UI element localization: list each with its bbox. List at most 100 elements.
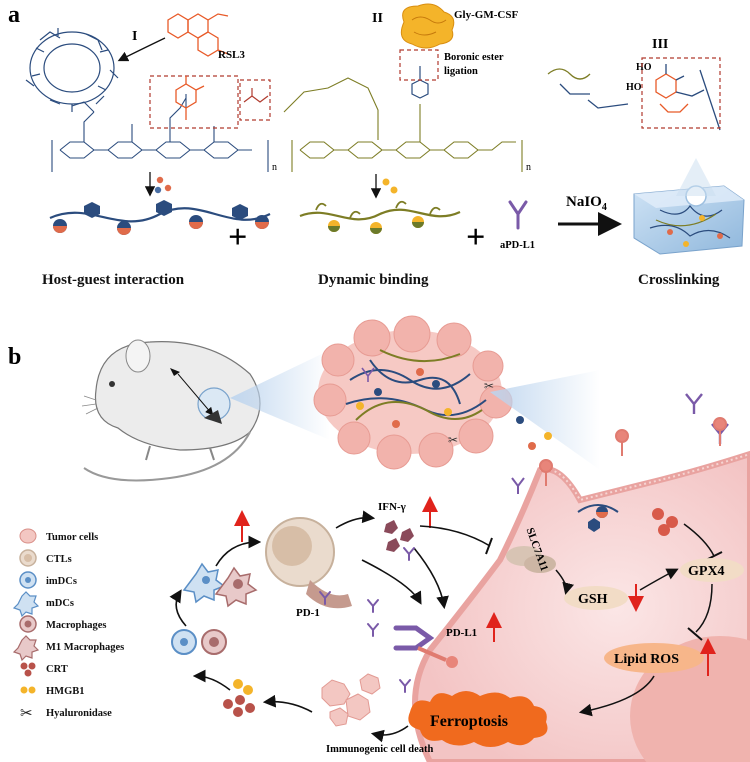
label-host-guest: Host-guest interaction [42,272,185,288]
gsh-to-gpx4 [639,568,679,591]
thiosemicarbazide [239,79,271,121]
dynamic-strand [299,200,461,234]
pdl1-antibody-complex [393,625,458,668]
antibody-icon [508,200,528,230]
maturation-arrow [169,589,187,627]
naio4-label: NaIO4 [566,194,607,213]
legend-item-mdc: mDCs [12,591,74,618]
ferroptosis-label: Ferroptosis [430,713,508,730]
rsl3-molecule [167,13,229,57]
floating-antibodies [319,547,415,693]
release-beam [490,370,600,470]
catechol-box [149,75,239,129]
panel-a-label: a [8,2,20,28]
svg-text:✂: ✂ [484,379,494,393]
plus-2: + [466,219,485,256]
legend-item-tumor: Tumor cells [19,528,98,544]
mouse-illustration [81,339,261,482]
rsl3-binding [577,504,678,536]
gpx4-inhibit-bar [687,627,703,641]
legend-item-m1: M1 Macrophages [12,635,124,662]
gm-csf-protein [400,3,455,49]
mdc-and-m1 [182,562,258,608]
svg-text:CTLs: CTLs [46,554,72,565]
ctl-cell [265,517,352,609]
label-crosslinking: Crosslinking [638,272,720,288]
phenylboronic [411,66,429,99]
guest-dot-2 [164,184,172,192]
svg-text:Tumor cells: Tumor cells [46,532,98,543]
hydrogel-cube [633,158,745,255]
plus-1: + [228,219,247,256]
svg-text:imDCs: imDCs [46,576,77,587]
guest-dot-1 [156,176,164,184]
tumor-hydrogel: ✂ ✂ [313,315,513,470]
injection-beam [230,350,330,440]
ifn-inhibit-slc [419,525,491,547]
apdl1-label: aPD-L1 [500,240,535,251]
danger-signals [223,679,255,717]
gmcsf-dot-1 [382,178,390,186]
cyclodextrin [25,28,119,112]
gpx4-node [680,558,744,582]
membrane-receptors [539,417,727,486]
ho-label-2: HO [626,82,642,93]
roman-ii: II [372,11,383,26]
slc-to-gsh [555,569,574,595]
rsl3-arrow [117,37,166,62]
boronic-box [399,49,439,81]
imdc-and-macrophage [171,629,227,655]
hmgb1-icon [20,686,36,694]
host-guest-strand [49,200,271,235]
legend-item-crt: CRT [20,662,68,677]
roman-iii: III [652,37,668,52]
lipid-ros-node [604,643,704,673]
legend-item-hmgb1: HMGB1 [20,686,85,697]
ifn-molecules [384,520,414,552]
panel-b-label: b [8,344,21,370]
m1-macrophage-icon [12,635,40,662]
released-cargo [511,393,729,494]
signals-to-dc-arrow [192,669,231,691]
scissors-icon: ✂ [20,706,33,722]
legend: Tumor cells CTLs imDCs mDCs Macrophages … [12,528,124,722]
svg-text:Hyaluronidase: Hyaluronidase [46,708,112,719]
ho-label-1: HO [636,62,652,73]
lipid-ros-label: Lipid ROS [614,652,679,667]
crt-icon [20,662,36,677]
ifn-to-pdl1-arrow [413,547,449,610]
svg-text:CRT: CRT [46,664,68,675]
gpx4-label: GPX4 [688,564,725,579]
crosslink-box [641,57,721,129]
dying-cells [321,673,381,727]
ros-to-ferroptosis [578,675,655,717]
mdc-icon [12,591,40,618]
slc7a11-transporter [506,546,556,573]
pdl1-label: PD-L1 [446,627,477,639]
legend-item-ctl: CTLs [19,549,72,567]
guest-dot-3 [154,186,162,194]
legend-item-macrophage: Macrophages [19,615,106,633]
gsh-label: GSH [578,592,608,607]
boronic-label-1: Boronic ester [444,52,504,63]
ifn-label: IFN-γ [378,501,406,513]
gsh-node [564,586,628,610]
pd1-label: PD-1 [296,607,320,619]
svg-text:Macrophages: Macrophages [46,620,106,631]
svg-text:mDCs: mDCs [46,598,74,609]
ferro-to-icd-arrow [370,725,409,743]
ifn-inhibit-bar [485,537,493,555]
catechol-ring [175,76,205,120]
legend-item-hyaluronidase: ✂ Hyaluronidase [20,706,112,722]
boronic-label-2: ligation [444,66,478,77]
svg-text:HMGB1: HMGB1 [46,686,85,697]
polymer-backbone-1 [51,94,269,172]
n-subscript-1: n [272,162,277,173]
label-dynamic-binding: Dynamic binding [318,272,429,288]
svg-text:✂: ✂ [448,433,458,447]
polymer-backbone-2 [283,77,523,172]
dc-to-ctl-arrow [215,535,262,567]
ctl-to-pdl1-arrow [361,559,422,605]
crosslink-chemistry [547,64,721,131]
